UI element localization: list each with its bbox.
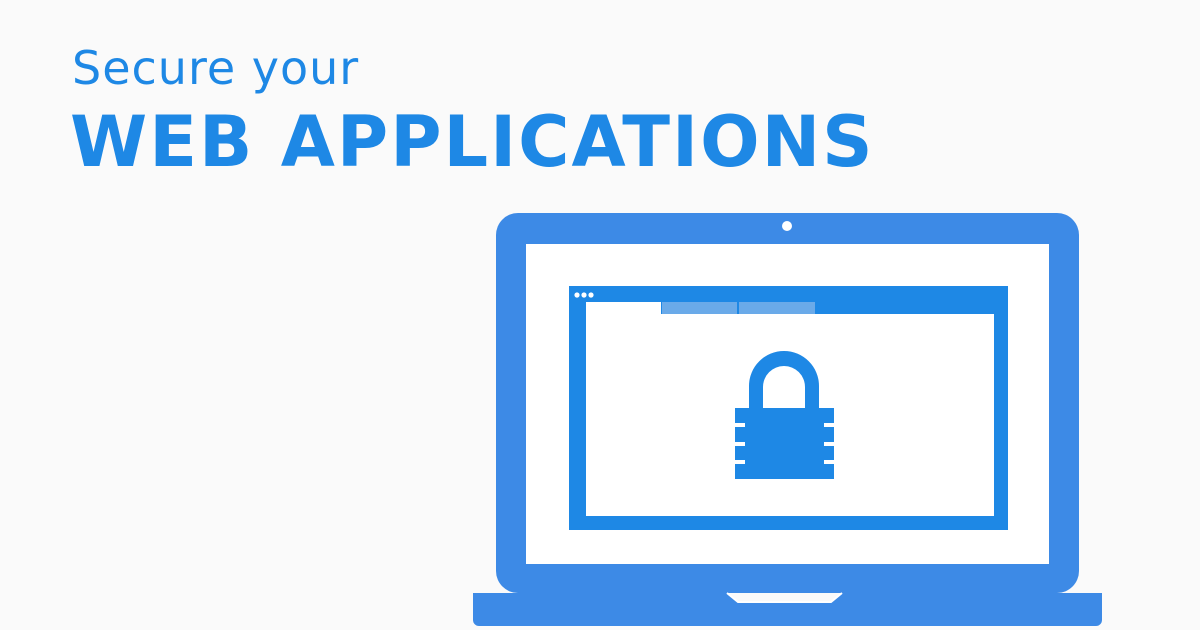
webcam-icon — [782, 221, 792, 231]
window-dot-2 — [581, 292, 587, 298]
window-dot-3 — [588, 292, 594, 298]
window-dot-1 — [574, 292, 580, 298]
headline-line-1: Secure your — [72, 41, 360, 95]
browser-active-tab — [586, 302, 661, 316]
laptop-base — [473, 593, 1102, 626]
laptop-hinge-notch — [726, 592, 843, 603]
browser-tab-3 — [739, 302, 815, 314]
padlock-body — [735, 408, 834, 479]
browser-window — [569, 286, 1008, 530]
browser-tab-2 — [662, 302, 737, 314]
padlock-icon — [735, 351, 834, 479]
headline-line-2: WEB APPLICATIONS — [70, 101, 875, 183]
padlock-shackle — [749, 351, 819, 410]
